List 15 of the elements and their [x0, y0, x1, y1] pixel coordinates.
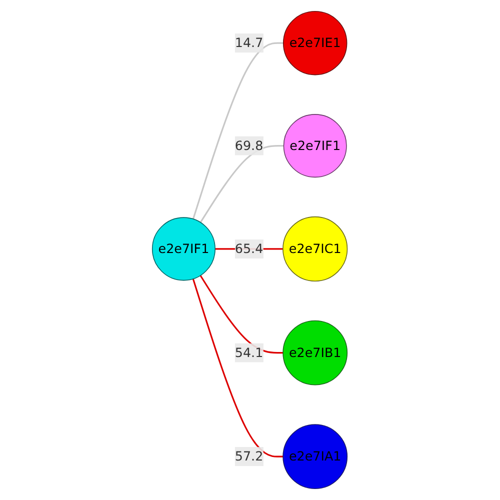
edge-label: 54.1	[235, 344, 264, 360]
connector	[200, 275, 284, 354]
edge-label: 69.8	[235, 138, 264, 153]
connector	[192, 278, 284, 458]
edge-label: 65.4	[235, 241, 264, 256]
node-circle: e2e7IE1	[283, 10, 348, 76]
node-circle: e2e7IC1	[282, 216, 348, 282]
connector	[200, 145, 284, 223]
connector	[192, 42, 284, 220]
node-circle: e2e7IA1	[282, 424, 348, 490]
node-circle: e2e7IF1	[152, 217, 216, 281]
node-circle: e2e7IF1	[284, 114, 348, 178]
edge-label: 57.2	[235, 448, 264, 464]
edge-label: 14.7	[235, 35, 264, 50]
node-circle: e2e7IB1	[282, 320, 348, 386]
